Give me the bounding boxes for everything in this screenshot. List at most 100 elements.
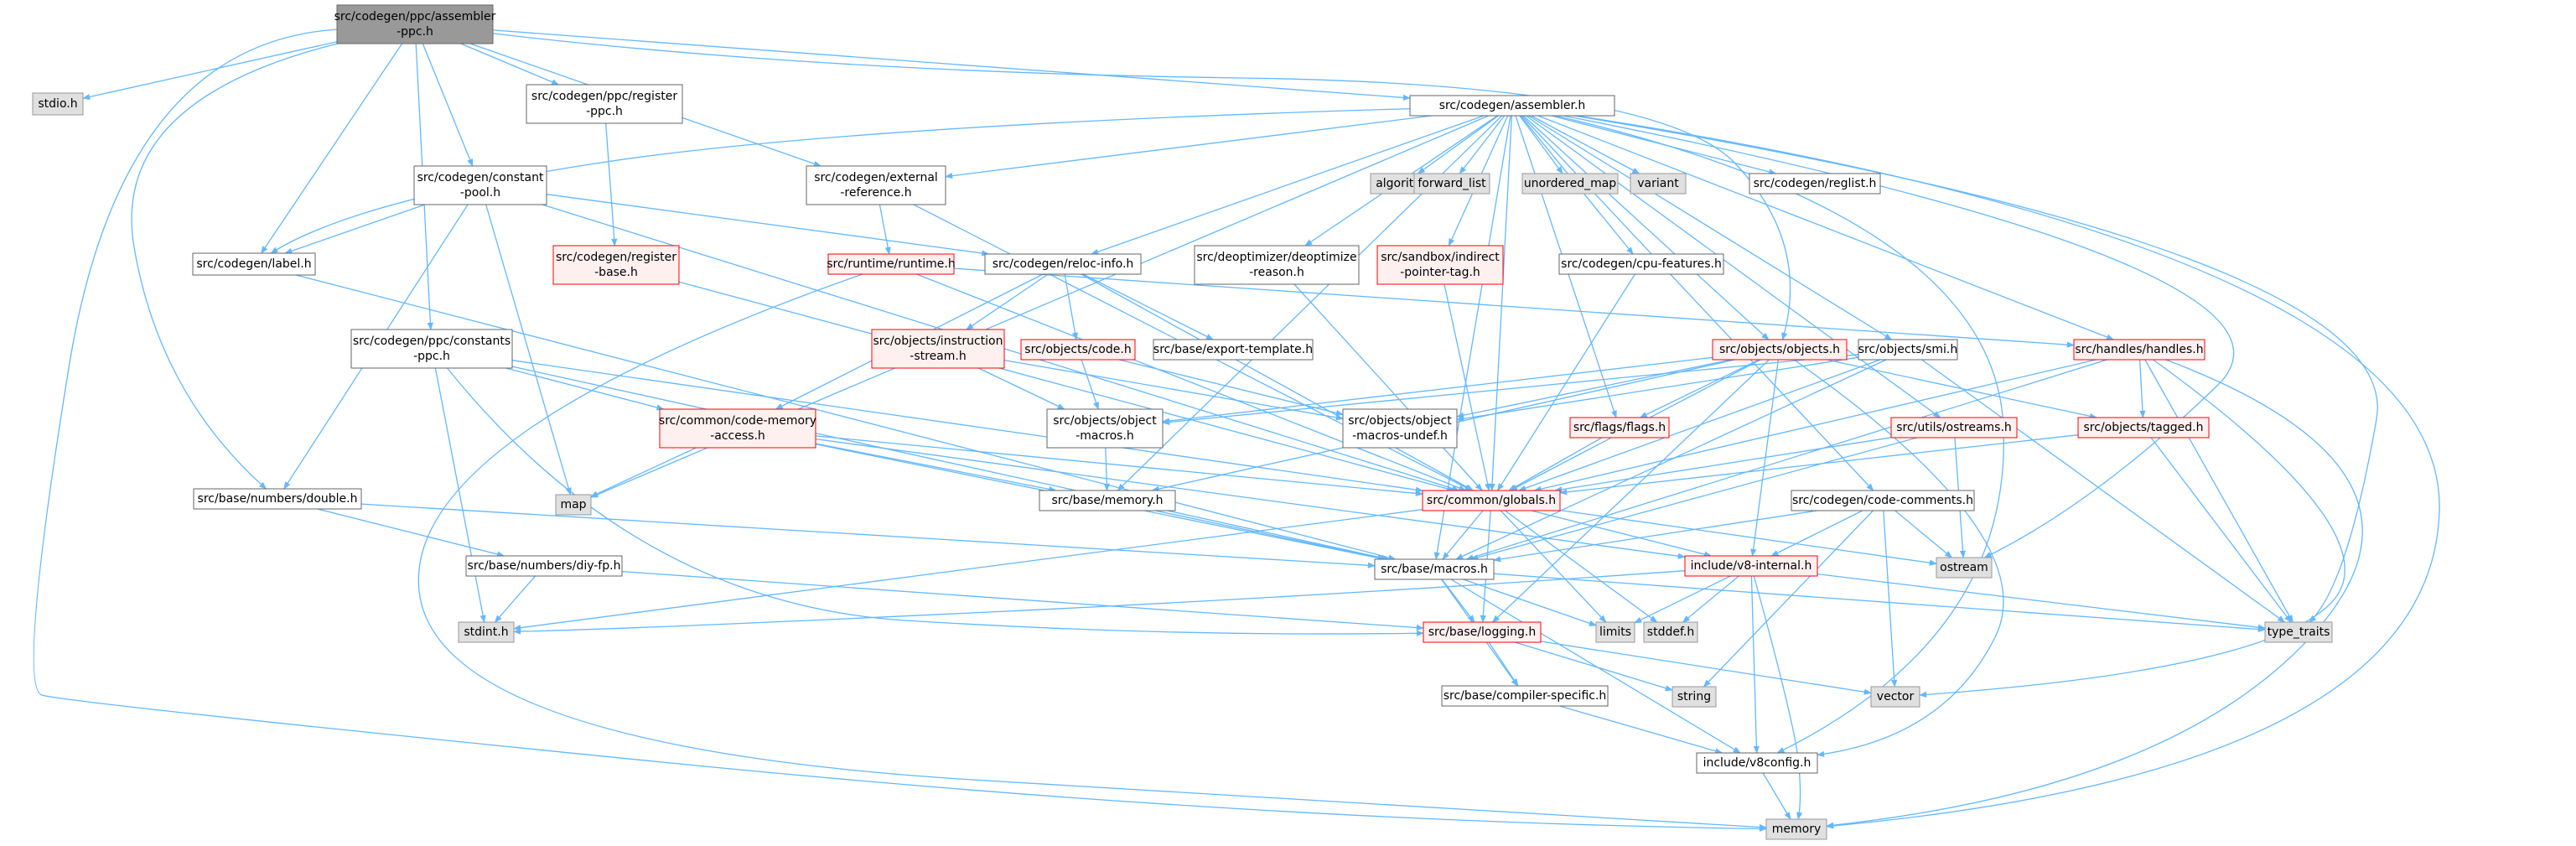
node-ext_ref[interactable]: src/codegen/external-reference.h [806, 165, 946, 205]
node-box-ext_ref [806, 165, 946, 205]
edge-macros-to-v8config [1450, 579, 1741, 754]
node-reg_base[interactable]: src/codegen/register -base.h [552, 245, 680, 285]
node-label-map-line-0: map [560, 498, 586, 511]
node-deopt[interactable]: src/deoptimizer/deoptimize-reason.h [1194, 245, 1360, 285]
node-unordered_map: unordered_map [1521, 173, 1619, 195]
node-macros[interactable]: src/base/macros.h [1374, 558, 1495, 580]
node-diy_fp[interactable]: src/base/numbers/diy-fp.h [465, 555, 623, 577]
node-label-memory-line-0: memory [1772, 823, 1822, 836]
node-root[interactable]: src/codegen/ppc/assembler-ppc.h [334, 4, 496, 44]
edge-memory_h-to-macros [1154, 510, 1387, 561]
node-cpu_feat[interactable]: src/codegen/cpu-features.h [1558, 253, 1724, 275]
edge-objects-to-obj_macros [1162, 356, 1713, 424]
edge-label-to-macros [296, 274, 1397, 561]
node-memory_h[interactable]: src/base/memory.h [1039, 490, 1176, 511]
edge-globals-to-v8_internal [1531, 510, 1713, 558]
node-box-assembler [1409, 95, 1615, 117]
node-box-vector [1870, 686, 1920, 708]
edge-deopt-to-globals [1293, 283, 1483, 491]
node-obj_macros[interactable]: src/objects/object-macros.h [1046, 408, 1164, 449]
node-box-obj_macros [1046, 408, 1164, 449]
node-label-const_pool-line-1: -pool.h [460, 186, 500, 200]
node-label-reg_base-line-0: src/codegen/register [556, 251, 676, 264]
edge-ostreams-to-globals [1554, 437, 1892, 493]
node-limits: limits [1595, 621, 1635, 643]
node-constants_ppc[interactable]: src/codegen/ppc/constants-ppc.h [350, 329, 513, 369]
node-double[interactable]: src/base/numbers/double.h [193, 488, 362, 510]
node-box-v8_internal [1684, 555, 1818, 577]
node-label-variant-line-0: variant [1637, 177, 1679, 190]
node-box-handles [2073, 339, 2205, 361]
edge-code_mem-to-map [590, 447, 697, 497]
node-label-reloc-line-0: src/codegen/reloc-info.h [993, 257, 1134, 271]
node-label-fwd_list-line-0: forward_list [1418, 177, 1486, 190]
edge-compiler_spec-to-v8config [1559, 705, 1723, 755]
node-v8config[interactable]: include/v8config.h [1696, 752, 1818, 774]
node-const_pool[interactable]: src/codegen/constant-pool.h [413, 165, 547, 205]
node-compiler_spec[interactable]: src/base/compiler-specific.h [1441, 685, 1609, 707]
edge-smi-to-obj_macros [1162, 354, 1859, 426]
node-map: map [555, 494, 592, 516]
node-export_tpl[interactable]: src/base/export-template.h [1153, 339, 1314, 361]
node-box-type_traits [2264, 621, 2333, 643]
edge-smi-to-globals [1518, 359, 1881, 491]
node-stdint: stdint.h [458, 621, 515, 643]
node-box-memory [1765, 818, 1827, 840]
node-ostreams[interactable]: src/utils/ostreams.h [1890, 417, 2018, 439]
node-label-objects-line-0: src/objects/objects.h [1719, 343, 1840, 356]
node-box-globals [1422, 490, 1561, 511]
node-tagged[interactable]: src/objects/tagged.h [2077, 417, 2210, 439]
node-label-compiler_spec-line-0: src/base/compiler-specific.h [1443, 689, 1607, 703]
node-box-unordered_map [1521, 173, 1619, 195]
node-logging[interactable]: src/base/logging.h [1423, 621, 1542, 643]
node-stdio: stdio.h [32, 92, 84, 116]
edge-code_comments-to-vector [1883, 510, 1898, 688]
node-label-smi-line-0: src/objects/smi.h [1858, 343, 1957, 356]
edge-assembler-to-macros [1433, 115, 1511, 560]
node-code_comments[interactable]: src/codegen/code-comments.h [1791, 490, 1975, 511]
node-obj_code[interactable]: src/objects/code.h [1020, 339, 1136, 361]
node-code_mem[interactable]: src/common/code-memory-access.h [659, 408, 816, 449]
node-flags[interactable]: src/flags/flags.h [1569, 417, 1670, 439]
node-sandbox[interactable]: src/sandbox/indirect-pointer-tag.h [1376, 245, 1504, 285]
edge-code_comments-to-v8_internal [1770, 510, 1863, 557]
node-reg_ppc[interactable]: src/codegen/ppc/register-ppc.h [526, 84, 683, 124]
node-obj_macros_undef[interactable]: src/objects/object-macros-undef.h [1342, 408, 1458, 449]
node-label[interactable]: src/codegen/label.h [192, 252, 316, 276]
node-box-code_comments [1791, 490, 1975, 511]
edge-v8config-to-memory [1762, 772, 1791, 820]
node-v8_internal[interactable]: include/v8-internal.h [1684, 555, 1818, 577]
node-objects[interactable]: src/objects/objects.h [1712, 339, 1848, 361]
edge-assembler-to-reloc [1091, 115, 1485, 255]
node-obj_instr[interactable]: src/objects/instruction-stream.h [871, 329, 1005, 369]
edge-assembler-to-smi [1528, 115, 1893, 340]
edge-smi-to-obj_macros_undef [1456, 356, 1859, 422]
node-reloc[interactable]: src/codegen/reloc-info.h [984, 253, 1142, 275]
edge-obj_code-to-obj_macros_undef [1118, 359, 1344, 416]
node-box-sandbox [1376, 245, 1504, 285]
edge-diy_fp-to-logging [621, 570, 1424, 631]
edge-tagged-to-type_traits [2150, 437, 2292, 623]
edge-objects-to-obj_macros_undef [1456, 359, 1732, 418]
node-box-runtime [827, 253, 955, 275]
edge-obj_instr-to-obj_macros_undef [1003, 359, 1344, 421]
node-variant: variant [1630, 173, 1687, 195]
node-label-cpu_feat-line-0: src/codegen/cpu-features.h [1561, 257, 1722, 271]
node-smi[interactable]: src/objects/smi.h [1858, 339, 1958, 361]
edge-code_mem-to-v8_internal [815, 438, 1686, 559]
node-label-code_comments-line-0: src/codegen/code-comments.h [1792, 494, 1973, 507]
edge-root-to-const_pool [422, 43, 474, 167]
node-assembler[interactable]: src/codegen/assembler.h [1409, 95, 1615, 117]
node-handles[interactable]: src/handles/handles.h [2073, 339, 2205, 361]
edge-reloc-to-obj_instr [966, 273, 1049, 330]
node-globals[interactable]: src/common/globals.h [1422, 490, 1561, 511]
node-runtime[interactable]: src/runtime/runtime.h [827, 253, 956, 275]
edge-const_pool-to-reloc [546, 194, 990, 257]
node-reglist[interactable]: src/codegen/reglist.h [1749, 173, 1881, 195]
node-label-reg_base-line-1: -base.h [594, 266, 638, 279]
edge-reg_base-to-globals [678, 281, 1455, 492]
node-label-string-line-0: string [1677, 690, 1711, 703]
node-box-double [193, 488, 362, 510]
node-box-root [336, 4, 494, 44]
edge-assembler-to-fwd_list [1459, 115, 1506, 174]
